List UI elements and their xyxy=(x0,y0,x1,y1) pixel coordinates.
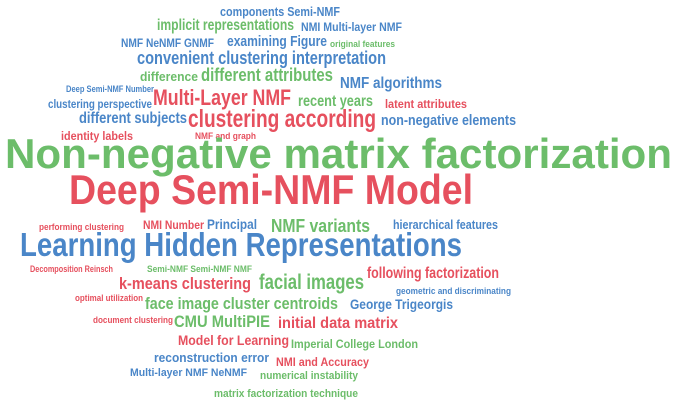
word: different attributes xyxy=(201,65,333,85)
word: NMF variants xyxy=(271,216,370,236)
word: optimal utilization xyxy=(75,293,143,303)
word: Model for Learning xyxy=(178,332,289,348)
word: NMF and graph xyxy=(195,131,256,141)
word: face image cluster centroids xyxy=(145,294,338,313)
word: different subjects xyxy=(79,110,187,127)
word: Deep Semi-NMF Model xyxy=(69,166,473,213)
word: Principal xyxy=(207,216,257,232)
word: numerical instability xyxy=(260,370,358,382)
word: following factorization xyxy=(367,265,499,282)
word: convenient clustering interpretation xyxy=(137,48,386,68)
word: performing clustering xyxy=(39,222,124,232)
word: Imperial College London xyxy=(291,337,418,351)
word: NMI Number xyxy=(143,218,204,232)
word: reconstruction error xyxy=(154,350,269,365)
word: recent years xyxy=(298,93,373,110)
word: NMF algorithms xyxy=(340,75,442,92)
word: hierarchical features xyxy=(393,217,498,232)
word: non-negative elements xyxy=(381,112,516,129)
word: Decomposition Reinsch xyxy=(30,264,113,274)
word: NMI Multi-layer NMF xyxy=(301,20,402,34)
word: NMI and Accuracy xyxy=(276,355,369,369)
word: Semi-NMF Semi-NMF NMF xyxy=(147,264,252,274)
word: Multi-Layer NMF xyxy=(153,85,291,110)
word: Multi-layer NMF NeNMF xyxy=(130,367,247,379)
word: components Semi-NMF xyxy=(220,4,340,19)
word: identity labels xyxy=(61,129,133,143)
word: clustering perspective xyxy=(48,97,152,111)
word: implicit representations xyxy=(157,17,294,34)
word: facial images xyxy=(259,271,364,294)
word: document clustering xyxy=(93,315,173,325)
word: matrix factorization technique xyxy=(214,388,358,400)
word: initial data matrix xyxy=(278,315,398,332)
word: Non-negative matrix factorization xyxy=(5,130,672,177)
word: Deep Semi-NMF Number xyxy=(66,84,154,94)
word: latent attributes xyxy=(385,97,467,111)
word: NMF NeNMF GNMF xyxy=(121,36,214,50)
word: geometric and discriminating xyxy=(396,286,511,296)
word: CMU MultiPIE xyxy=(174,312,270,331)
word: difference xyxy=(140,69,198,84)
word: George Trigeorgis xyxy=(350,296,453,312)
word: k-means clustering xyxy=(119,274,251,293)
word: Learning Hidden Representations xyxy=(20,226,462,263)
word: examining Figure xyxy=(227,33,327,50)
word: original features xyxy=(330,39,395,49)
word: clustering according xyxy=(188,105,376,133)
